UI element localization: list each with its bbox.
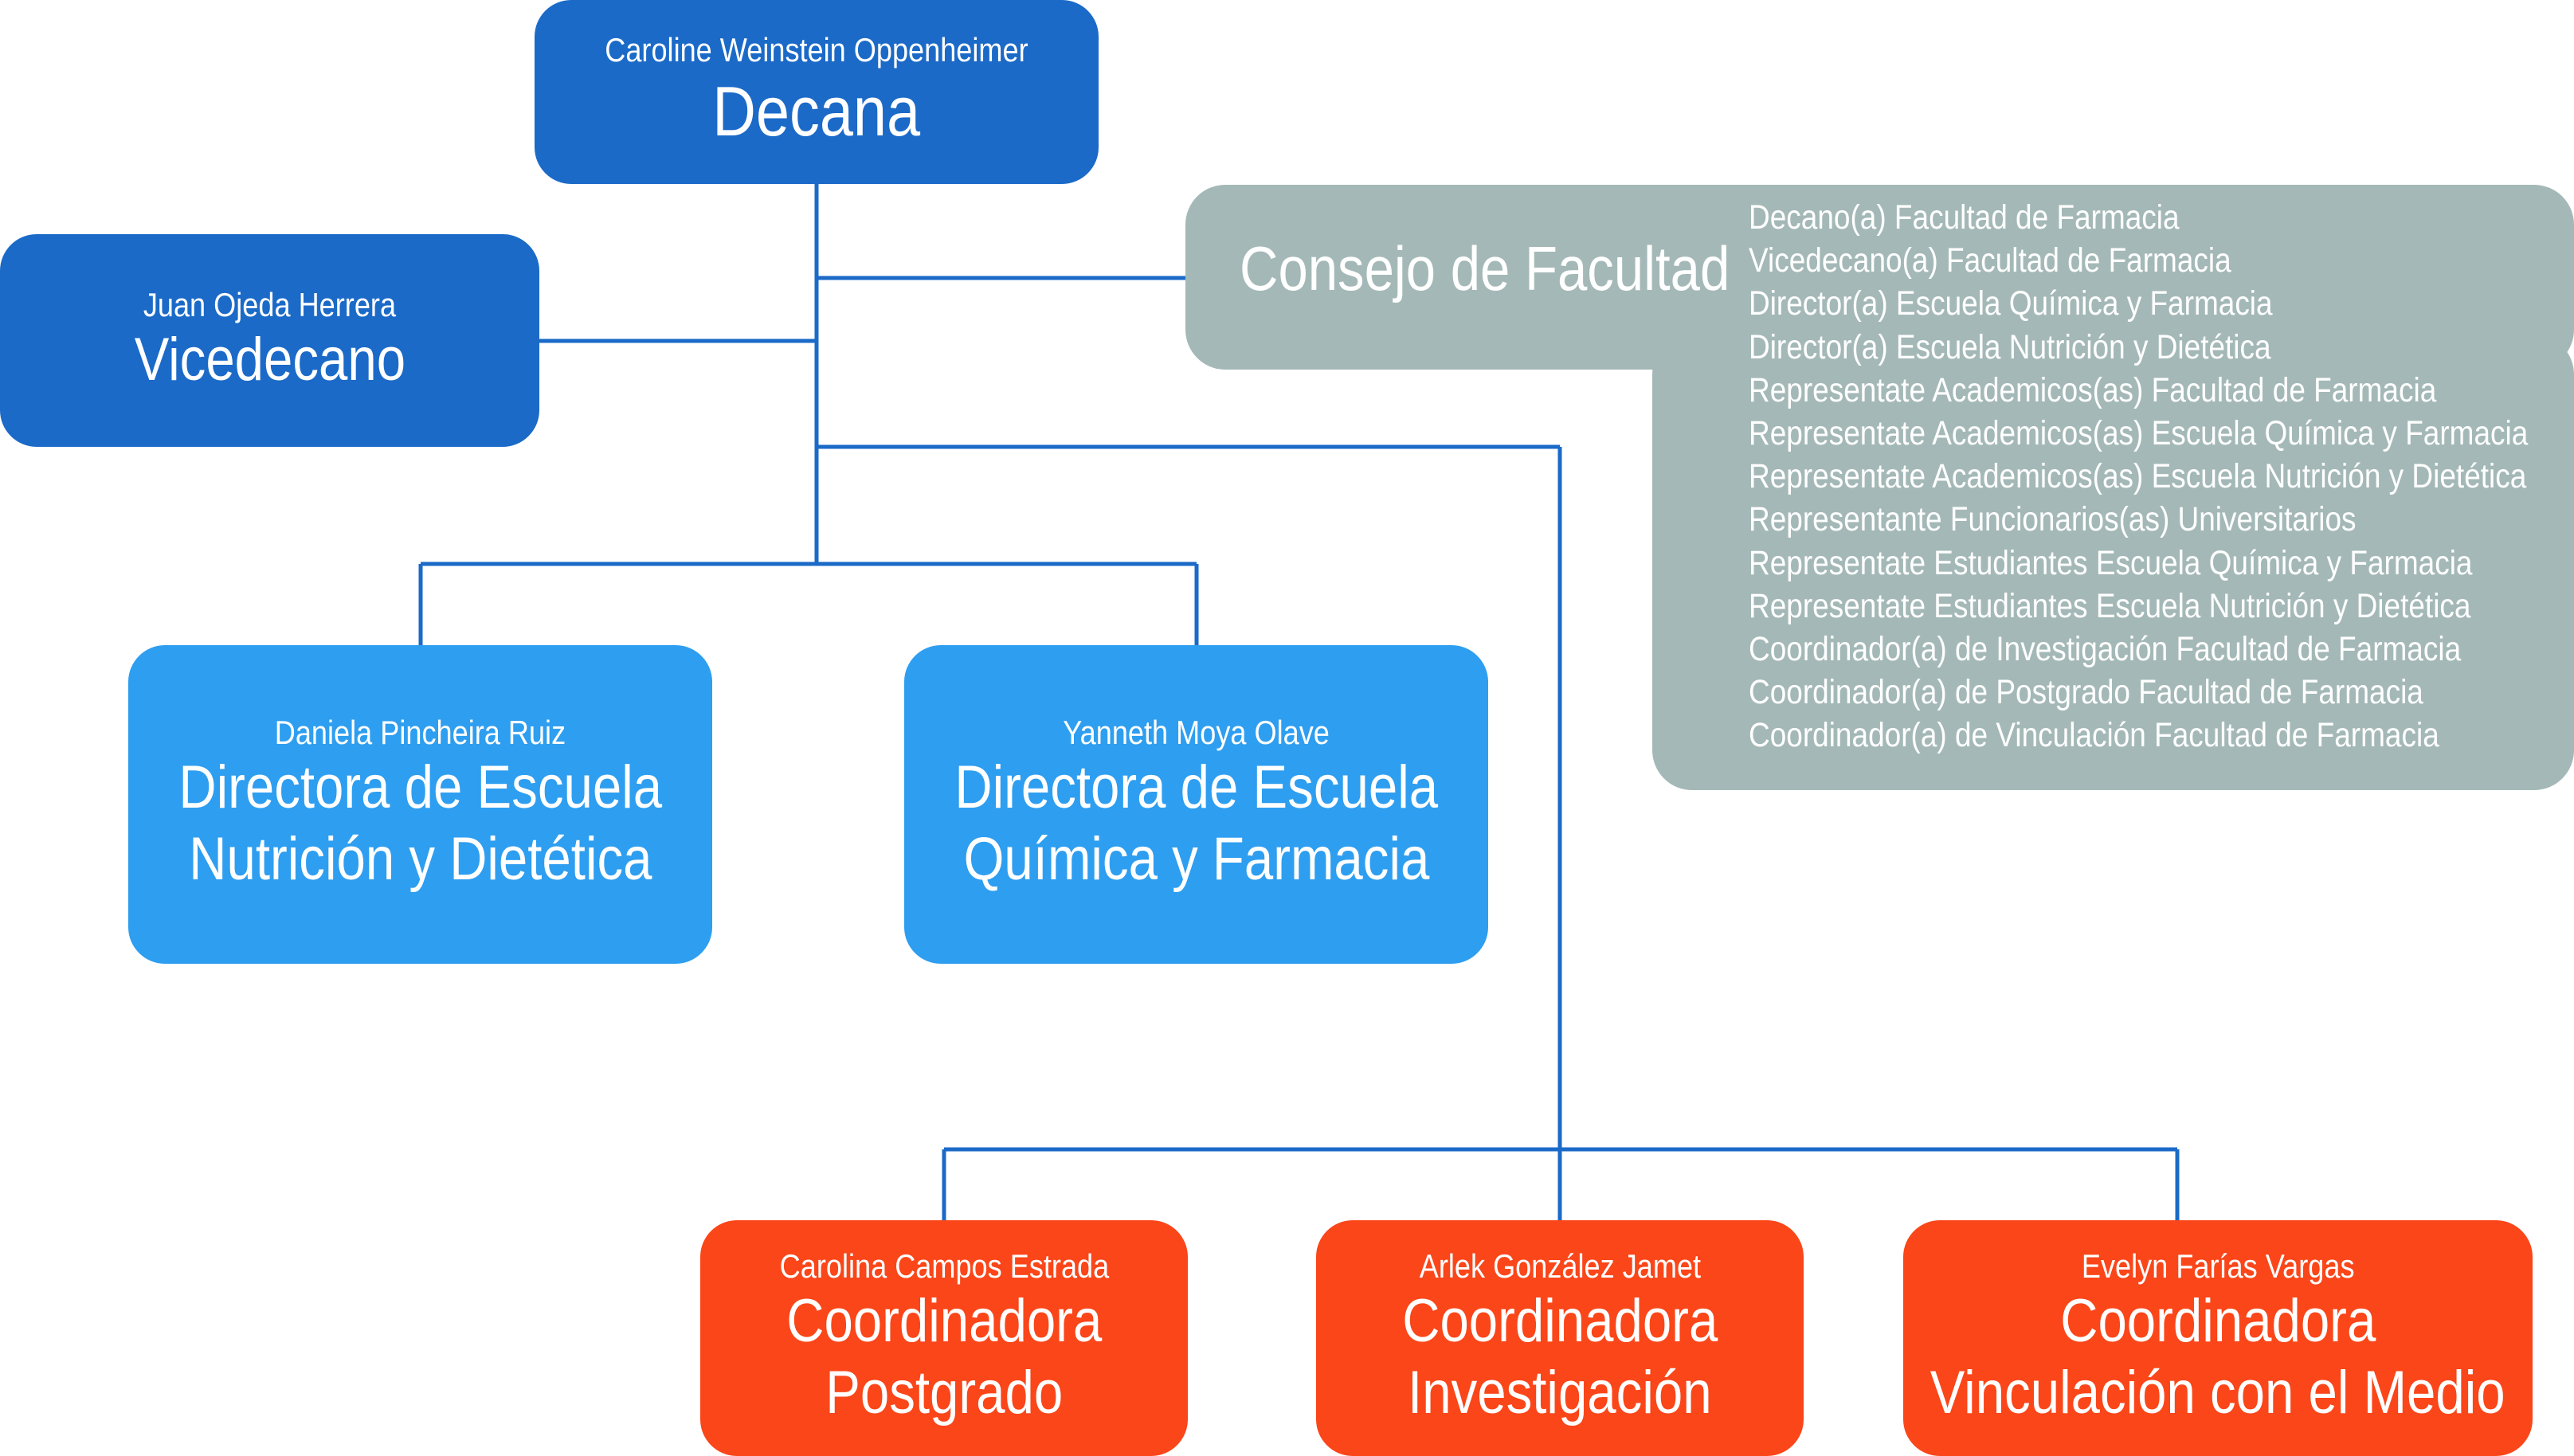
consejo-member: Coordinador(a) de Postgrado Facultad de … (1749, 673, 2423, 712)
coord-vinculacion-name: Evelyn Farías Vargas (2081, 1247, 2355, 1286)
directora-quimica-role-line1: Directora de Escuela (954, 753, 1438, 822)
coord-postgrado-role-line1: Coordinadora (786, 1287, 1103, 1356)
coord-postgrado-box: Carolina Campos Estrada Coordinadora Pos… (700, 1220, 1188, 1456)
consejo-box-members (1652, 335, 2574, 790)
decana-name: Caroline Weinstein Oppenheimer (605, 31, 1028, 69)
consejo-member: Representate Academicos(as) Facultad de … (1749, 370, 2437, 409)
directora-nutricion-box: Daniela Pincheira Ruiz Directora de Escu… (128, 645, 712, 964)
coord-postgrado-role-line2: Postgrado (825, 1359, 1063, 1427)
consejo-member: Representate Estudiantes Escuela Química… (1749, 543, 2473, 582)
decana-box: Caroline Weinstein Oppenheimer Decana (535, 0, 1099, 184)
consejo-member: Representate Academicos(as) Escuela Quím… (1749, 414, 2529, 453)
coord-vinculacion-role-line2: Vinculación con el Medio (1930, 1359, 2505, 1427)
directora-quimica-role-line2: Química y Farmacia (963, 825, 1429, 894)
vicedecano-role: Vicedecano (134, 325, 405, 393)
directora-nutricion-role-line2: Nutrición y Dietética (188, 825, 652, 894)
consejo-member: Decano(a) Facultad de Farmacia (1749, 198, 2180, 237)
coord-investigacion-role-line2: Investigación (1408, 1359, 1712, 1427)
directora-nutricion-name: Daniela Pincheira Ruiz (274, 714, 566, 752)
directora-nutricion-role-line1: Directora de Escuela (178, 753, 662, 822)
consejo-member: Director(a) Escuela Química y Farmacia (1749, 284, 2273, 323)
consejo-member: Representate Academicos(as) Escuela Nutr… (1749, 457, 2527, 496)
coord-postgrado-name: Carolina Campos Estrada (779, 1247, 1109, 1286)
decana-role: Decana (712, 71, 921, 151)
coord-vinculacion-box: Evelyn Farías Vargas Coordinadora Vincul… (1903, 1220, 2533, 1456)
coord-investigacion-role-line1: Coordinadora (1401, 1287, 1718, 1356)
vicedecano-name: Juan Ojeda Herrera (143, 285, 397, 323)
vicedecano-box: Juan Ojeda Herrera Vicedecano (0, 234, 539, 447)
consejo-member: Coordinador(a) de Investigación Facultad… (1749, 630, 2462, 669)
consejo-title: Consejo de Facultad (1240, 233, 1730, 303)
directora-quimica-box: Yanneth Moya Olave Directora de Escuela … (904, 645, 1488, 964)
coord-investigacion-box: Arlek González Jamet Coordinadora Invest… (1316, 1220, 1804, 1456)
coord-investigacion-name: Arlek González Jamet (1419, 1247, 1701, 1286)
consejo-member: Coordinador(a) de Vinculación Facultad d… (1749, 716, 2439, 755)
consejo-member: Representante Funcionarios(as) Universit… (1749, 500, 2357, 539)
consejo-member: Vicedecano(a) Facultad de Farmacia (1749, 241, 2231, 280)
coord-vinculacion-role-line1: Coordinadora (2059, 1287, 2376, 1356)
consejo-member: Representate Estudiantes Escuela Nutrici… (1749, 586, 2471, 625)
consejo-member-list: Decano(a) Facultad de Farmacia Vicedecan… (1749, 196, 2574, 757)
directora-quimica-name: Yanneth Moya Olave (1063, 714, 1330, 752)
consejo-member: Director(a) Escuela Nutrición y Dietétic… (1749, 327, 2271, 366)
